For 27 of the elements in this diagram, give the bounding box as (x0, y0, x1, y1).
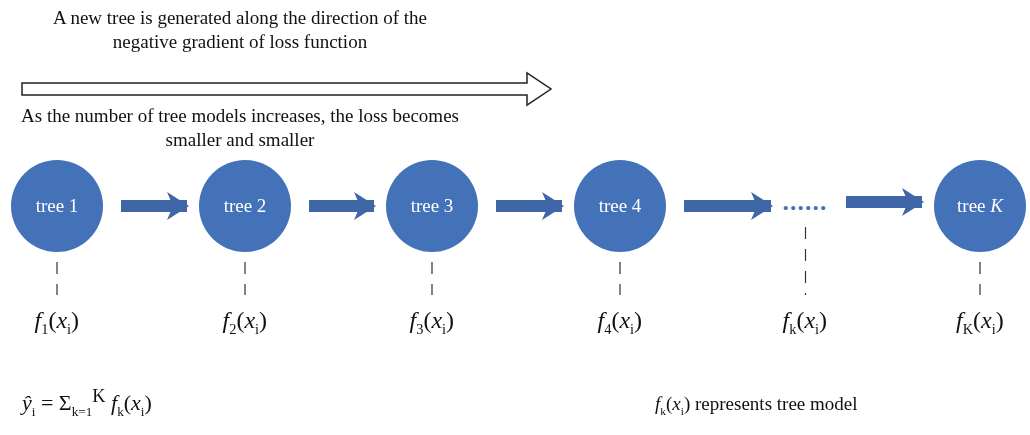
caption-text: A new tree is generated along the direction of the negative gradient of loss function (51, 6, 429, 54)
arrow (846, 188, 924, 216)
formula-label: f$_{3}$(x$_{i}$) (409, 306, 455, 338)
tree-circle: tree 2 (199, 160, 291, 252)
connector-line (804, 226, 807, 296)
formula-label: f$_{2}$(x$_{i}$) (222, 306, 268, 338)
connector-line (979, 261, 981, 296)
legend-note: f$_{k}$(x$_{i}$) represents tree model (655, 392, 859, 419)
connector-line (56, 261, 58, 296)
connector-line (244, 261, 246, 296)
arrow (309, 192, 376, 220)
formula-label: f$_{4}$(x$_{i}$) (597, 306, 643, 338)
arrow (684, 192, 773, 220)
tree-circle: tree 3 (386, 160, 478, 252)
formula: ŷ$_{i}$ = Σ$_{k=1}$$^{K}$ f$_{k}$(x$_{i}$) (22, 385, 153, 421)
formula-label: f$_{1}$(x$_{i}$) (34, 306, 80, 338)
arrow (496, 192, 564, 220)
caption-text: As the number of tree models increases, the loss becomes smaller and smaller (20, 104, 460, 152)
tree-circle: tree K (934, 160, 1026, 252)
arrow (121, 192, 189, 220)
formula-label: f$_{K}$(x$_{i}$) (956, 306, 1004, 338)
connector-line (431, 261, 433, 296)
formula-label: f$_{k}$(x$_{i}$) (782, 306, 828, 338)
connector-line (619, 261, 621, 296)
tree-circle: tree 4 (574, 160, 666, 252)
tree-circle: tree 1 (11, 160, 103, 252)
ellipsis-text: ...... (782, 187, 828, 217)
